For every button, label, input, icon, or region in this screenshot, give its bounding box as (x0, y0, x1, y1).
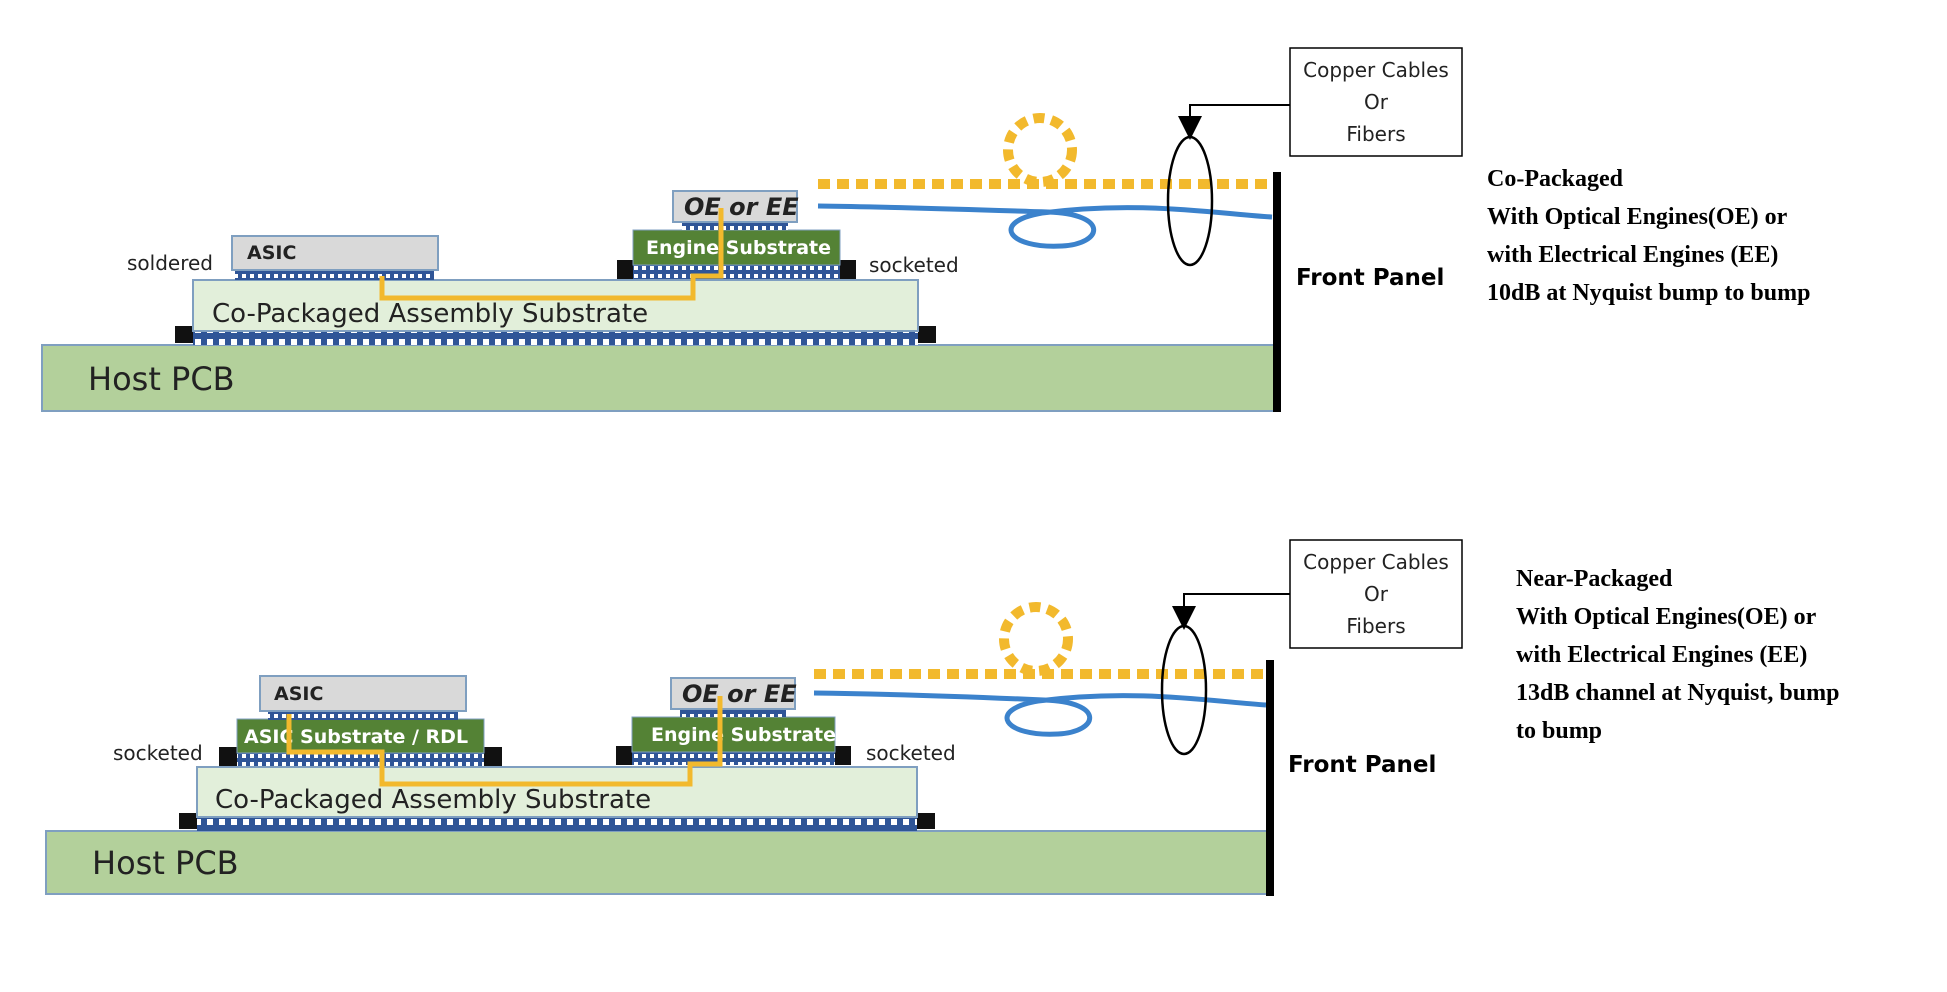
co-packaged-diagram: Host PCB Co-Packaged Assembly Substrate … (41, 47, 1463, 412)
asic-chip (259, 675, 467, 712)
oe-ee-bump-row (680, 707, 786, 717)
oe-ee-label: OE or EE (682, 680, 797, 708)
description-line: to bump (1516, 718, 1603, 744)
socket-pad-left (175, 326, 193, 343)
right-attach-label: socketed (869, 253, 959, 277)
host-pcb (41, 344, 1275, 412)
asic-substrate (236, 718, 485, 754)
engine-substrate-label: Engine Substrate (651, 724, 836, 746)
oe-ee-label: OE or EE (684, 193, 799, 221)
description-line: With Optical Engines(OE) or (1487, 204, 1788, 230)
copper-cable-loop (1003, 113, 1077, 187)
engine-socket-right (840, 260, 856, 279)
engine-socket-left (616, 746, 632, 765)
asic-label: ASIC (274, 683, 323, 705)
assembly-bump-row (197, 817, 917, 831)
callout-line-2: Or (1364, 90, 1389, 114)
front-panel-label: Front Panel (1288, 752, 1436, 778)
signal-trace (379, 208, 724, 301)
description-line: Near-Packaged (1516, 566, 1673, 592)
engine-substrate (632, 229, 841, 266)
front-panel (1273, 172, 1281, 412)
callout-arrow (1178, 104, 1290, 140)
oe-ee-chip (672, 190, 798, 223)
callout-line-3: Fibers (1346, 122, 1405, 146)
front-panel (1266, 660, 1274, 896)
description-line: With Optical Engines(OE) or (1516, 604, 1817, 630)
host-pcb-label: Host PCB (92, 844, 239, 882)
socket-pad-right (917, 813, 935, 829)
engine-socket-right (835, 746, 851, 765)
description-line: with Electrical Engines (EE) (1516, 642, 1808, 668)
left-attach-label: socketed (113, 741, 203, 765)
description-line: 10dB at Nyquist bump to bump (1487, 280, 1811, 306)
callout-box (1289, 47, 1463, 157)
fiber-cable (813, 690, 1267, 737)
asic-label: ASIC (247, 242, 296, 264)
assembly-substrate (192, 279, 919, 332)
copper-cable-loop (999, 602, 1073, 676)
left-attach-label: soldered (127, 251, 213, 275)
description-line: Co-Packaged (1487, 166, 1623, 192)
cable-bundle-ellipse (1160, 624, 1208, 756)
assembly-bump-row (193, 331, 918, 345)
oe-ee-bump-row (682, 220, 788, 230)
callout-box (1289, 539, 1463, 649)
socket-pad-right (918, 326, 936, 343)
callout-line-3: Fibers (1346, 614, 1405, 638)
asic-bump-row (268, 710, 458, 720)
asic-substrate-socket-left (219, 747, 237, 766)
engine-substrate (631, 716, 836, 753)
asic-substrate-socket-right (484, 747, 502, 766)
asic-substrate-bump-row (237, 753, 484, 766)
assembly-substrate (196, 766, 918, 818)
host-pcb-label: Host PCB (88, 360, 235, 398)
fiber-cable (817, 203, 1273, 249)
engine-substrate-label: Engine Substrate (646, 237, 831, 259)
assembly-substrate-label: Co-Packaged Assembly Substrate (215, 785, 651, 815)
description-line: 13dB channel at Nyquist, bump (1516, 680, 1840, 706)
callout-arrow (1172, 593, 1290, 630)
oe-ee-chip (670, 677, 796, 710)
asic-substrate-label: ASIC Substrate / RDL (244, 726, 468, 748)
asic-bump-row (235, 269, 434, 280)
callout-line-1: Copper Cables (1303, 550, 1449, 574)
near-packaged-description: Near-Packaged With Optical Engines(OE) o… (1516, 560, 1839, 750)
callout-line-1: Copper Cables (1303, 58, 1449, 82)
signal-trace (286, 696, 723, 787)
co-packaged-description: Co-Packaged With Optical Engines(OE) or … (1487, 160, 1810, 312)
engine-bump-row (633, 265, 840, 279)
right-attach-label: socketed (866, 741, 956, 765)
assembly-substrate-label: Co-Packaged Assembly Substrate (212, 299, 648, 329)
near-packaged-diagram: Host PCB Co-Packaged Assembly Substrate … (45, 539, 1463, 896)
engine-socket-left (617, 260, 633, 279)
host-pcb (45, 830, 1270, 895)
engine-bump-row (632, 752, 835, 765)
cable-bundle-ellipse (1166, 135, 1214, 267)
asic-chip (231, 235, 439, 271)
front-panel-label: Front Panel (1296, 265, 1444, 291)
socket-pad-left (179, 813, 197, 829)
description-line: with Electrical Engines (EE) (1487, 242, 1779, 268)
callout-line-2: Or (1364, 582, 1389, 606)
